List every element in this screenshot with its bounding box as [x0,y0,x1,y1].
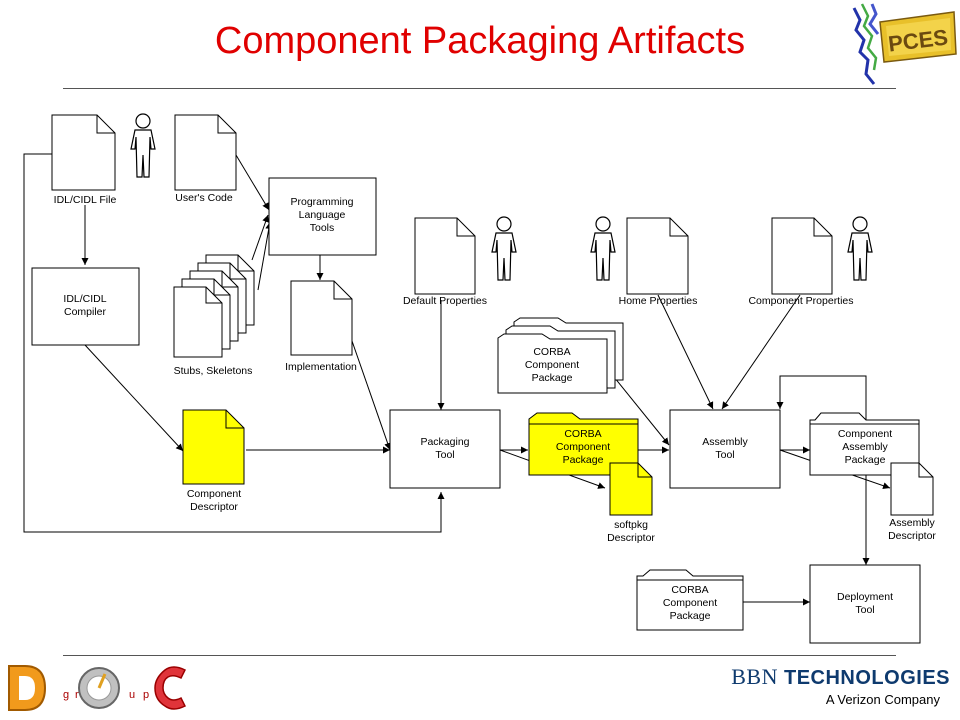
svg-text:u: u [129,689,135,701]
svg-text:r: r [75,689,79,701]
home-properties-document: Home Properties [619,217,698,307]
node-label: Assembly [889,517,935,529]
doc-group-logo: g r u p [8,665,187,711]
corba-package-bottom: CORBA Component Package [636,569,744,631]
connector-lines [23,149,891,606]
node-label: Compiler [64,306,107,318]
node-label: Tool [435,449,454,461]
node-label: Tool [855,604,874,616]
node-label: Home Properties [619,295,698,307]
bbn-subtitle: A Verizon Company [825,692,940,707]
softpkg-descriptor-document: softpkg Descriptor [607,462,655,544]
node-label: Packaging [420,436,469,448]
node-label: Tools [310,222,335,234]
node-label: Component [838,428,892,440]
users-code-document: User's Code [174,114,237,204]
node-label: Component [663,597,717,609]
home-person-icon [590,216,616,281]
node-label: Implementation [285,361,357,373]
bbn-prefix: BBN [731,664,778,689]
node-label: Descriptor [888,530,936,542]
idl-file-document: IDL/CIDL File [51,114,117,206]
node-label: Package [845,454,886,466]
component-person-icon [847,216,873,281]
node-label: Programming [290,196,353,208]
node-label: Package [670,610,711,622]
node-label: Component [525,359,579,371]
default-properties-document: Default Properties [403,217,487,307]
node-label: Assembly [702,436,748,448]
node-label: IDL/CIDL [63,293,106,305]
configurator-person-icon [491,216,517,281]
component-descriptor-document: Component Descriptor [182,409,245,513]
stubs-skeletons-documents: Stubs, Skeletons [173,254,255,377]
bbn-technologies-logo: BBN TECHNOLOGIES A Verizon Company [722,664,950,707]
svg-text:g: g [63,689,69,701]
node-label: CORBA [564,428,601,440]
page-title: Component Packaging Artifacts [214,20,746,62]
node-label: Language [299,209,346,221]
component-properties-document: Component Properties [748,217,854,307]
idl-compiler-box: IDL/CIDL Compiler [31,267,140,346]
node-label: Component [187,488,241,500]
component-assembly-package: Component Assembly Package [809,412,920,476]
pces-logo: PCES [852,3,957,85]
idl-file-label: IDL/CIDL File [54,194,117,206]
node-label: Stubs, Skeletons [174,365,253,377]
implementation-document: Implementation [285,280,357,373]
node-label: Package [563,454,604,466]
corba-package-yellow: CORBA Component Package [528,412,639,476]
bbn-name: TECHNOLOGIES [783,667,950,689]
assembly-tool-box: Assembly Tool [669,409,781,489]
developer-person-icon [130,113,156,178]
node-label: Assembly [842,441,888,453]
node-label: CORBA [533,346,570,358]
svg-text:p: p [143,689,149,701]
node-label: Component Properties [748,295,853,307]
deployment-tool-box: Deployment Tool [809,564,921,644]
assembly-descriptor-document: Assembly Descriptor [888,462,936,542]
node-label: Default Properties [403,295,487,307]
node-label: Tool [715,449,734,461]
top-divider [63,88,896,89]
programming-language-tools-box: Programming Language Tools [268,177,377,256]
node-label: CORBA [671,584,708,596]
users-code-label: User's Code [175,192,233,204]
node-label: Component [556,441,610,453]
corba-package-stack: CORBA Component Package [497,317,624,394]
node-label: Descriptor [190,501,238,513]
node-label: Deployment [837,591,893,603]
bottom-divider [63,655,896,656]
node-label: softpkg [614,519,648,531]
node-label: Descriptor [607,532,655,544]
packaging-tool-box: Packaging Tool [389,409,501,489]
node-label: Package [532,372,573,384]
